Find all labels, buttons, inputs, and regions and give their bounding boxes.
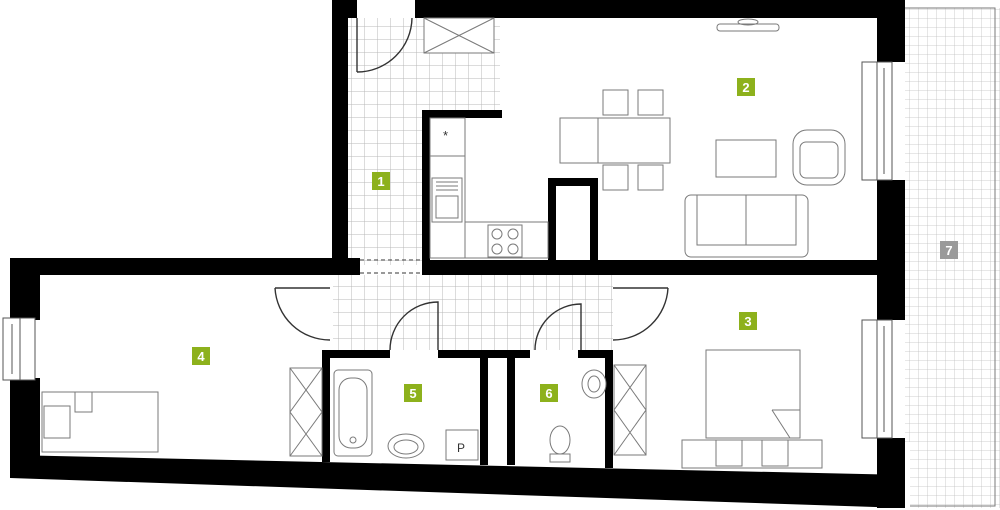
kitchen-units: * [429, 117, 549, 259]
wardrobe-bedroom [613, 364, 647, 456]
terrace-outline [905, 7, 996, 507]
room-label-2: 2 [742, 80, 749, 95]
wall-mid-stub [332, 258, 360, 275]
armchair [792, 129, 846, 186]
room4-furniture [41, 367, 323, 457]
bed-room4 [41, 391, 159, 453]
corridor-floor [333, 275, 613, 350]
fridge-mark: * [443, 128, 448, 143]
room-label-5: 5 [409, 386, 416, 401]
wall-kitchen-top [422, 110, 502, 118]
washer-mark: P [457, 441, 465, 455]
door-wc [534, 303, 582, 351]
fridge [429, 117, 466, 157]
room-label-7: 7 [945, 243, 952, 258]
room-label-3: 3 [744, 314, 751, 329]
wall-bath-divider-a [480, 350, 488, 465]
windows [2, 61, 893, 439]
room-badge-7: 7 [940, 241, 958, 259]
room-badge-5: 5 [404, 384, 422, 402]
toilet [549, 425, 571, 455]
wall-column [548, 178, 598, 186]
wall-hall-left [332, 0, 348, 260]
room-badge-6: 6 [540, 384, 558, 402]
bathtub [333, 369, 373, 457]
door-bedroom [612, 287, 669, 341]
double-bed [705, 349, 801, 439]
wall-right-mid [877, 180, 905, 320]
wall-top-right [415, 0, 905, 18]
door-room4 [274, 287, 331, 341]
sink [431, 177, 463, 223]
room-label-1: 1 [377, 174, 384, 189]
ceiling-light [716, 23, 780, 32]
wall-mid-left [10, 258, 332, 275]
wall-bath-left [322, 350, 330, 462]
wall-bath-right [605, 350, 613, 468]
wc-fixtures [549, 364, 647, 463]
entry-door [356, 17, 413, 73]
bedroom-furniture [681, 349, 823, 469]
wc-basin [581, 369, 607, 399]
wardrobe-room4 [289, 367, 323, 457]
walls [10, 0, 905, 508]
doors [274, 17, 669, 351]
wall-bath-top-right [578, 350, 613, 358]
window-room4 [2, 317, 36, 381]
room-badge-4: 4 [192, 347, 210, 365]
wall-bath-top-left [322, 350, 390, 358]
room-badge-3: 3 [739, 312, 757, 330]
wall-bath-divider-b [507, 350, 515, 465]
room-badge-2: 2 [737, 78, 755, 96]
wall-kitchen-left [422, 110, 430, 275]
wall-left-upper [10, 258, 40, 320]
bathroom-fixtures: P [333, 369, 479, 461]
wall-top-left [332, 0, 357, 18]
door-bathroom [389, 301, 439, 351]
wall-column-left [548, 178, 556, 263]
room-label-6: 6 [545, 386, 552, 401]
bench [681, 439, 823, 469]
coffee-table [715, 139, 777, 178]
room-badges: 1 2 3 4 5 6 7 [192, 78, 958, 402]
wall-bottom [10, 455, 905, 508]
wall-mid-right [422, 260, 905, 275]
room-badge-1: 1 [372, 172, 390, 190]
living-furniture [684, 18, 846, 258]
room-label-4: 4 [197, 349, 205, 364]
dining-set [559, 89, 671, 191]
wall-column-right [590, 178, 598, 263]
washer [445, 429, 479, 461]
wall-right-upper [877, 0, 905, 62]
